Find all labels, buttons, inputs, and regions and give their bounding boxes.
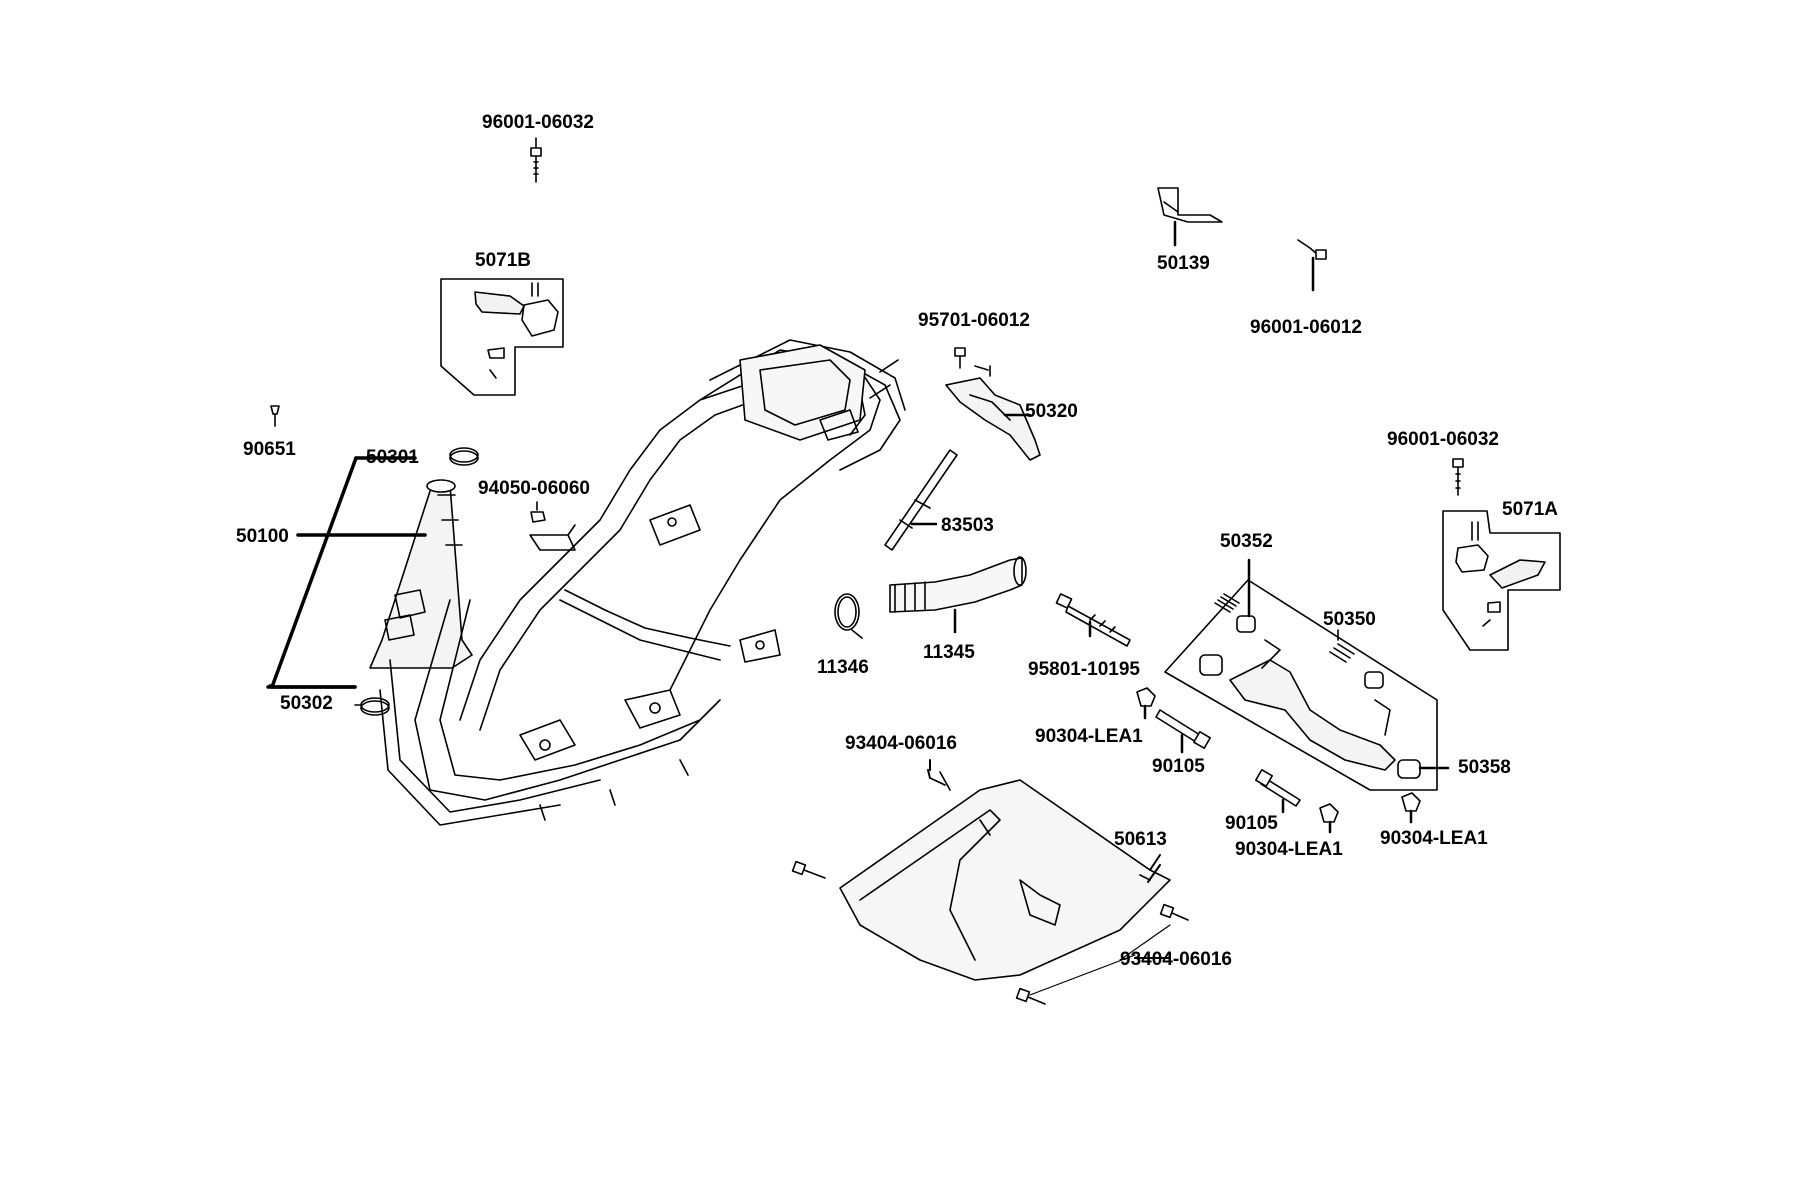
bolt-96001-06012 bbox=[1297, 239, 1327, 292]
screw-93404-06016-d bbox=[1015, 987, 1046, 1005]
label-95801-10195: 95801-10195 bbox=[1028, 659, 1140, 680]
label-50350: 50350 bbox=[1323, 609, 1376, 630]
bolt-95801-10195 bbox=[1055, 593, 1131, 647]
screw-93404-06016-c bbox=[1159, 903, 1189, 921]
label-90304-LEA1-c: 90304-LEA1 bbox=[1380, 828, 1488, 849]
label-90105-a: 90105 bbox=[1152, 756, 1205, 777]
label-90105-b: 90105 bbox=[1225, 813, 1278, 834]
label-50100: 50100 bbox=[236, 526, 289, 547]
label-96001-06032-top: 96001-06032 bbox=[482, 112, 594, 133]
label-50613: 50613 bbox=[1114, 829, 1167, 850]
label-83503: 83503 bbox=[941, 515, 994, 536]
label-50301: 50301 bbox=[366, 447, 419, 468]
clip-90651 bbox=[270, 405, 280, 427]
label-90304-LEA1-a: 90304-LEA1 bbox=[1035, 726, 1143, 747]
label-11346: 11346 bbox=[817, 657, 869, 678]
footpeg-bracket-5071B bbox=[440, 278, 564, 396]
nut-90304-LEA1-b bbox=[1319, 803, 1339, 834]
bracket-50320 bbox=[945, 347, 1041, 461]
label-94050-06060: 94050-06060 bbox=[478, 478, 590, 499]
label-5071B: 5071B bbox=[475, 250, 531, 271]
clamp-11346 bbox=[834, 593, 863, 639]
rod-83503 bbox=[884, 449, 958, 551]
label-5071A: 5071A bbox=[1502, 499, 1558, 520]
label-93404-06016-bottom: 93404-06016 bbox=[1120, 949, 1232, 970]
label-93404-06016-top: 93404-06016 bbox=[845, 733, 957, 754]
bolt-96001-06032-right bbox=[1452, 458, 1464, 496]
bearing-ring-top bbox=[449, 447, 479, 463]
label-95701-06012: 95701-06012 bbox=[918, 310, 1030, 331]
nut-bracket-94050-06060 bbox=[529, 501, 576, 551]
label-50320: 50320 bbox=[1025, 401, 1078, 422]
bearing-ring-bottom bbox=[360, 697, 390, 713]
nut-90304-LEA1-c bbox=[1401, 792, 1421, 824]
label-50358: 50358 bbox=[1458, 757, 1511, 778]
bolt-90105-b bbox=[1255, 769, 1301, 814]
label-50302: 50302 bbox=[280, 693, 333, 714]
label-96001-06012: 96001-06012 bbox=[1250, 317, 1362, 338]
screw-93404-06016-b bbox=[791, 860, 826, 879]
label-96001-06032-right: 96001-06032 bbox=[1387, 429, 1499, 450]
bracket-50139 bbox=[1157, 187, 1223, 247]
footpeg-bracket-5071A bbox=[1442, 510, 1561, 651]
under-cover-50613 bbox=[839, 779, 1171, 981]
label-90304-LEA1-b: 90304-LEA1 bbox=[1235, 839, 1343, 860]
bolt-90105-a bbox=[1155, 709, 1211, 754]
label-11345: 11345 bbox=[923, 642, 975, 663]
air-duct-11345 bbox=[889, 556, 1027, 634]
label-90651: 90651 bbox=[243, 439, 296, 460]
label-50352: 50352 bbox=[1220, 531, 1273, 552]
bolt-96001-06032-top bbox=[530, 137, 542, 183]
label-50139: 50139 bbox=[1157, 253, 1210, 274]
main-frame-drawing bbox=[369, 339, 906, 826]
screw-93404-06016-a bbox=[927, 769, 951, 791]
head-bearing-bracket-line bbox=[268, 456, 358, 689]
engine-hanger-50350 bbox=[1164, 558, 1450, 791]
nut-90304-LEA1-a bbox=[1136, 687, 1156, 720]
